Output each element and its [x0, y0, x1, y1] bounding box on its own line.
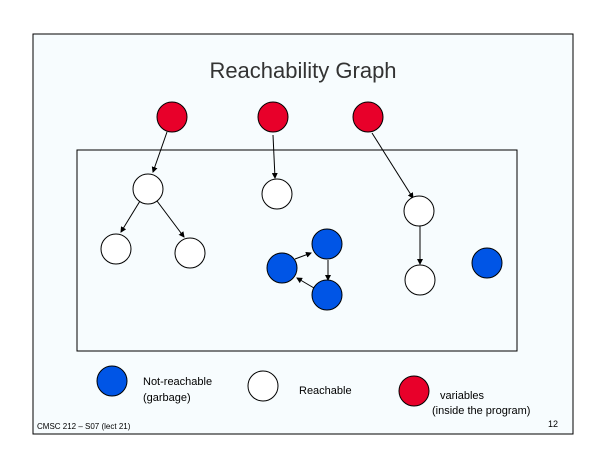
edge-g3-to-g2	[296, 277, 315, 289]
edge-var1-to-r1	[151, 131, 168, 173]
reachable-node	[100, 233, 132, 265]
heap-box	[76, 149, 518, 352]
legend: Not-reachable (garbage) Reachable variab…	[96, 365, 530, 417]
slide-frame	[32, 33, 574, 435]
variable-node	[257, 101, 289, 133]
legend-not-reachable-swatch	[96, 365, 128, 397]
legend-not-reachable-sublabel: (garbage)	[143, 392, 191, 404]
reachable-node	[403, 195, 435, 227]
legend-reachable-label: Reachable	[299, 385, 352, 397]
reachable-node	[174, 237, 206, 269]
edge-var3-to-r5	[371, 132, 414, 199]
garbage-node	[266, 252, 298, 284]
variable-node	[156, 101, 188, 133]
legend-reachable-swatch	[247, 370, 279, 402]
reachable-node	[261, 178, 293, 210]
garbage-node	[471, 247, 503, 279]
edge-g2-to-g1	[294, 251, 312, 260]
reachable-node	[404, 264, 436, 296]
edge-r1-to-r2	[120, 200, 141, 233]
slide-title: Reachability Graph	[209, 58, 396, 83]
garbage-node	[311, 228, 343, 260]
legend-variable-swatch	[398, 375, 430, 407]
legend-variables-sublabel: (inside the program)	[432, 405, 530, 417]
variable-node	[352, 101, 384, 133]
edge-r1-to-r3	[156, 200, 185, 238]
page-number: 12	[548, 419, 558, 429]
garbage-node	[311, 279, 343, 311]
footer-course-label: CMSC 212 – S07 (lect 21)	[37, 422, 131, 431]
variable-nodes	[156, 101, 384, 133]
garbage-nodes	[266, 228, 503, 311]
legend-not-reachable-label: Not-reachable	[143, 376, 212, 388]
graph-edges	[120, 131, 423, 289]
reachable-node	[132, 173, 164, 205]
edge-var2-to-r4	[271, 134, 278, 179]
legend-variables-label: variables	[440, 390, 485, 402]
reachable-nodes	[100, 173, 436, 296]
